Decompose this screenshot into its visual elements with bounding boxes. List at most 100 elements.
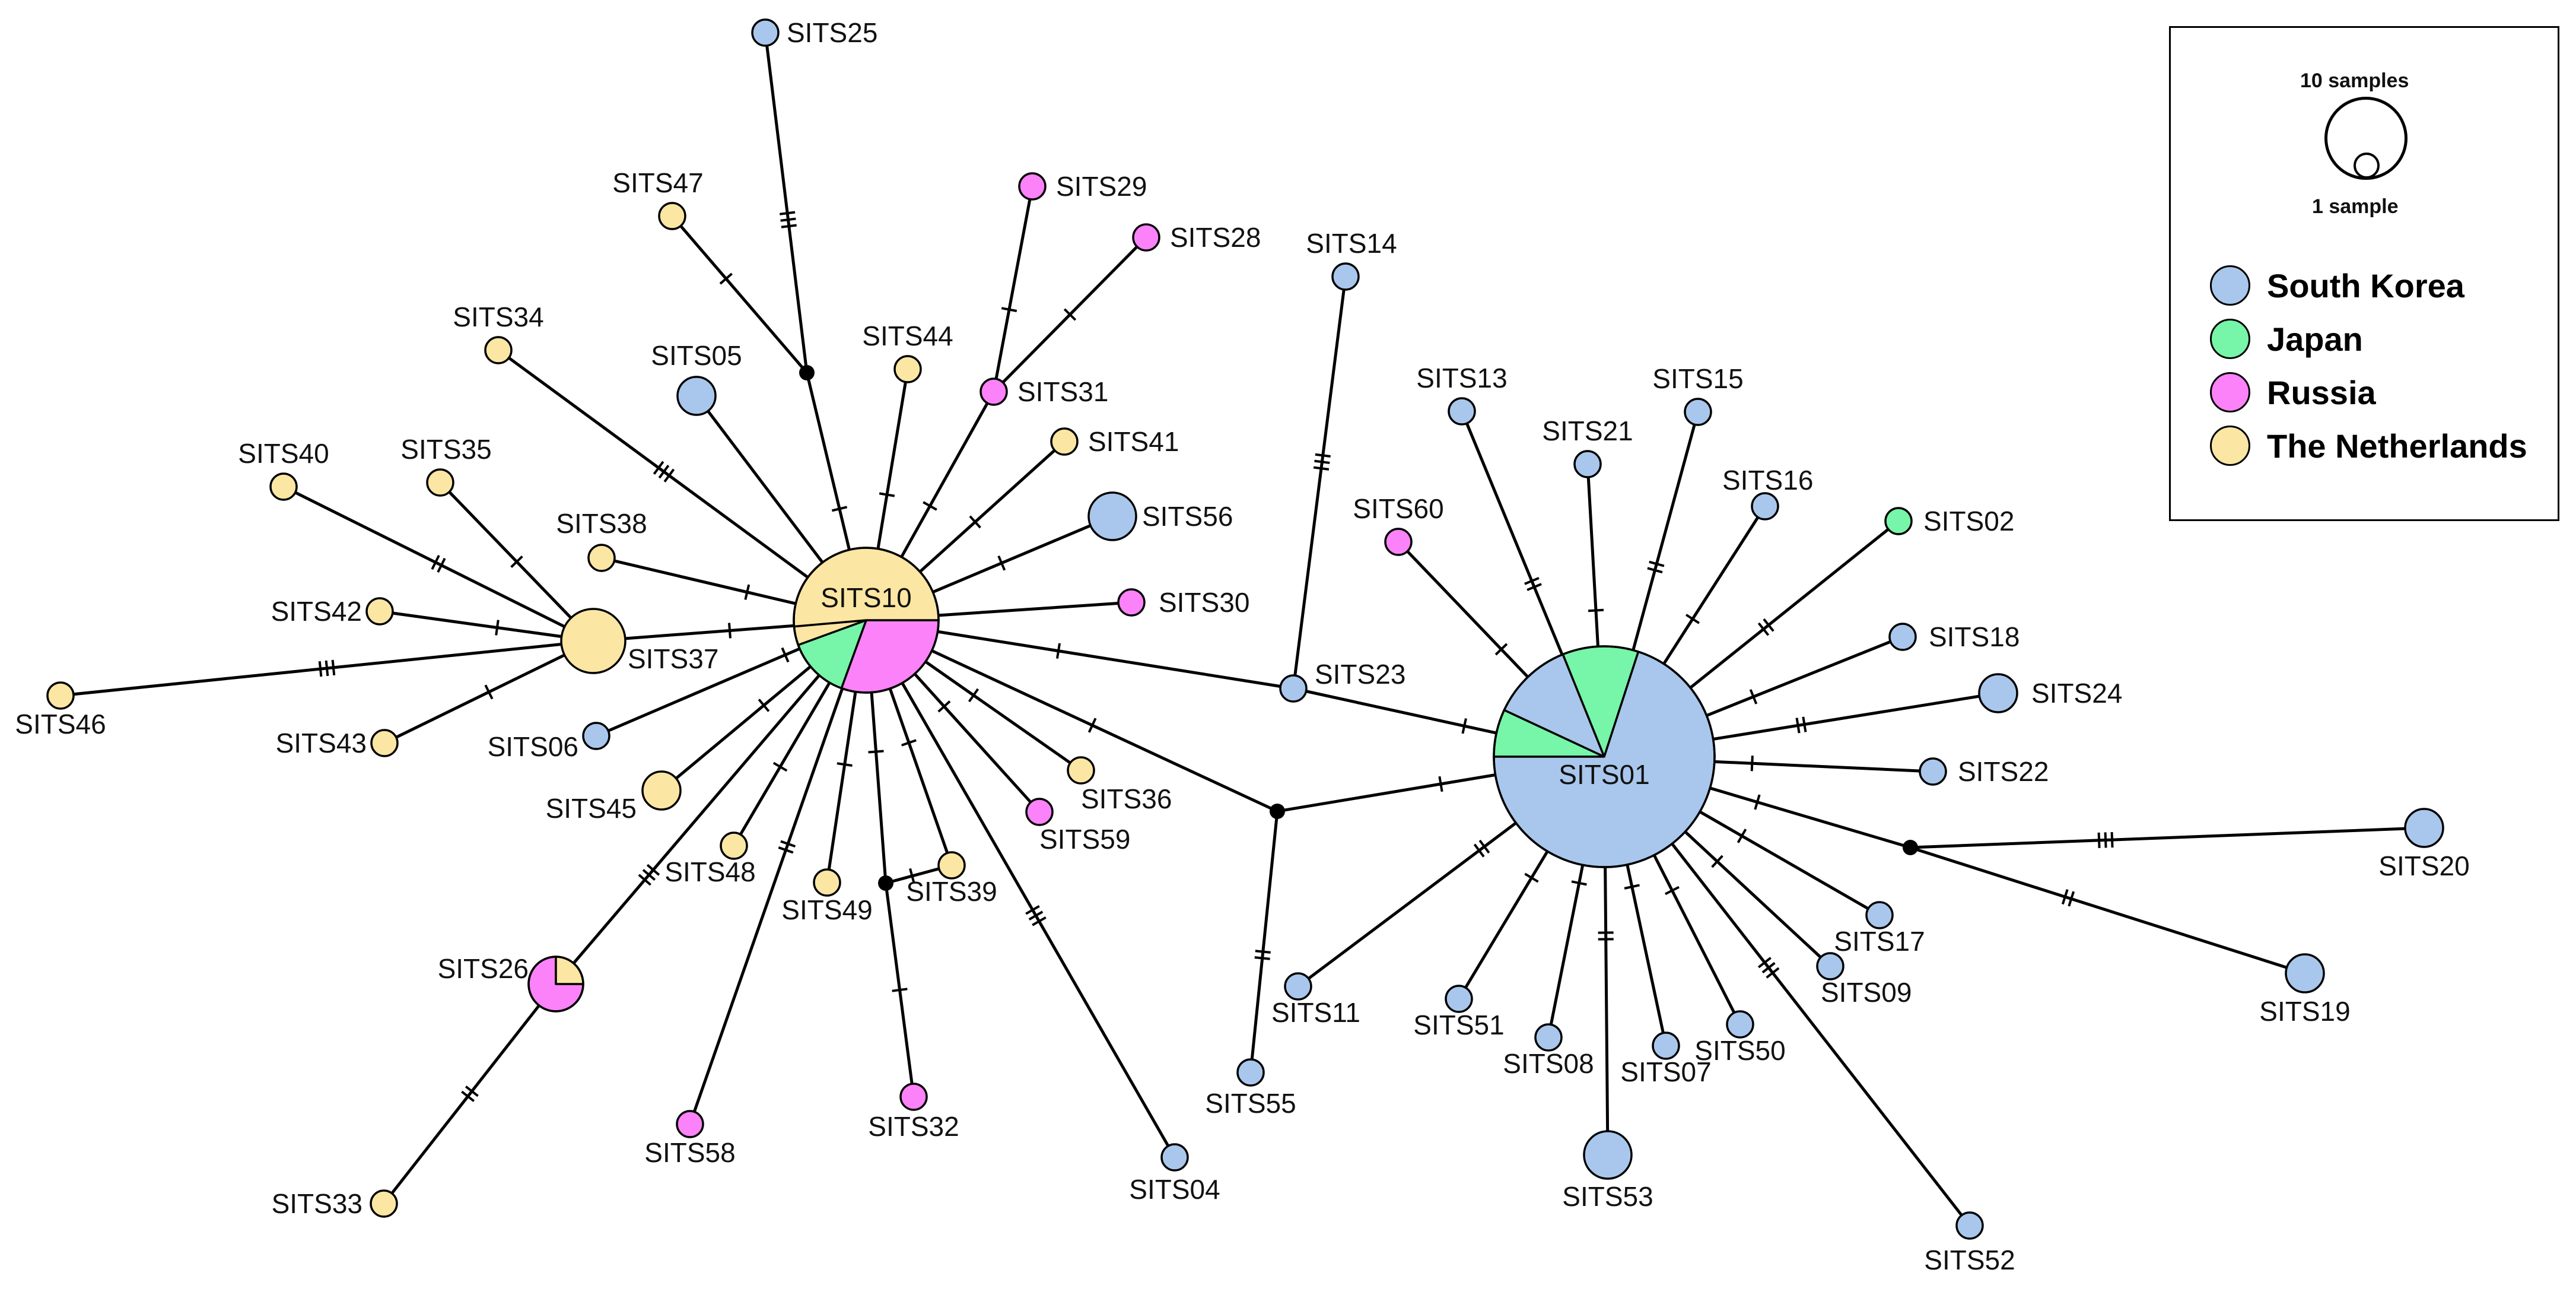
haplotype-circle — [46, 681, 75, 710]
node-label-sits01: SITS01 — [1559, 759, 1649, 790]
haplotype-circle — [676, 376, 717, 416]
haplotype-circle — [365, 597, 394, 626]
node-label-sits30: SITS30 — [1159, 587, 1249, 618]
haplotype-circle — [1573, 450, 1602, 478]
haplotype-circle — [2285, 953, 2325, 994]
node-label-sits52: SITS52 — [1924, 1245, 2015, 1275]
haplotype-circle — [560, 608, 626, 674]
mutation-tick — [892, 988, 908, 992]
mutation-tick — [780, 217, 796, 222]
haplotype-node-sits39 — [937, 851, 966, 880]
haplotype-node-sits32 — [899, 1083, 928, 1111]
haplotype-node-sits20 — [2404, 808, 2444, 848]
haplotype-circle — [1284, 972, 1312, 1001]
mutation-tick — [868, 750, 884, 754]
mutation-tick — [879, 492, 895, 497]
node-label-sits04: SITS04 — [1129, 1174, 1220, 1205]
node-label-sits47: SITS47 — [612, 167, 703, 198]
japan-swatch-icon — [2210, 319, 2250, 359]
mutation-tick — [1749, 689, 1758, 704]
edge-sits04-sits10 — [864, 618, 1176, 1159]
haplotype-circle — [1534, 1023, 1563, 1052]
legend-item-the-netherlands: The Netherlands — [2210, 422, 2527, 469]
haplotype-node-sits10 — [793, 547, 940, 694]
edge-sits34-sits10 — [497, 348, 868, 622]
haplotype-circle — [2404, 808, 2444, 848]
mutation-tick — [781, 647, 790, 663]
mutation-tick — [2061, 889, 2069, 905]
node-label-sits22: SITS22 — [1958, 756, 2049, 787]
mutation-tick — [997, 555, 1006, 571]
legend-label: Japan — [2267, 320, 2363, 358]
node-label-sits15: SITS15 — [1652, 363, 1743, 394]
haplotype-circle — [1583, 1130, 1633, 1180]
node-label-sits31: SITS31 — [1017, 376, 1108, 407]
median-vector-node — [1270, 804, 1285, 819]
mutation-tick — [642, 869, 656, 881]
haplotype-circle — [1331, 262, 1360, 291]
haplotype-circle — [1132, 223, 1160, 252]
mutation-tick — [1032, 916, 1047, 926]
legend-size-small-label: 1 sample — [2312, 195, 2399, 218]
mutation-tick — [1087, 718, 1097, 733]
haplotype-node-sits01 — [1493, 645, 1716, 868]
haplotype-node-sits26 — [527, 956, 584, 1012]
node-label-sits33: SITS33 — [272, 1188, 362, 1219]
haplotype-node-sits40 — [269, 472, 298, 501]
haplotype-node-sits09 — [1816, 952, 1844, 980]
node-label-sits36: SITS36 — [1081, 783, 1172, 814]
mutation-tick — [1055, 643, 1061, 659]
haplotype-node-sits56 — [1087, 491, 1137, 541]
edge-sits42-sits37 — [378, 610, 595, 643]
mutation-tick — [780, 840, 796, 848]
haplotype-node-sits23 — [1279, 674, 1308, 703]
haplotype-node-sits35 — [426, 468, 454, 497]
size-small-circle-icon — [2354, 153, 2380, 179]
haplotype-outline — [1493, 645, 1716, 868]
node-label-sits60: SITS60 — [1353, 493, 1443, 524]
node-label-sits34: SITS34 — [453, 301, 543, 332]
haplotype-node-sits60 — [1384, 528, 1413, 556]
mutation-tick — [484, 684, 494, 700]
haplotype-circle — [1087, 491, 1137, 541]
node-label-sits05: SITS05 — [651, 340, 742, 371]
node-label-sits07: SITS07 — [1620, 1056, 1711, 1087]
node-label-sits48: SITS48 — [664, 856, 755, 887]
haplotype-node-sits06 — [582, 722, 610, 750]
mutation-tick — [2097, 832, 2101, 848]
haplotype-node-sits19 — [2285, 953, 2325, 994]
haplotype-node-sits50 — [1726, 1010, 1754, 1039]
haplotype-circle — [1919, 757, 1947, 786]
mutation-tick — [1255, 950, 1271, 954]
node-label-sits44: SITS44 — [862, 320, 953, 351]
mutation-tick — [658, 465, 670, 479]
haplotype-node-sits55 — [1236, 1058, 1265, 1087]
haplotype-circle — [1816, 952, 1844, 980]
edge-sits14-sits23 — [1292, 275, 1347, 690]
edge-sits25-h1 — [764, 31, 809, 374]
mutation-tick — [1524, 577, 1540, 585]
node-label-sits59: SITS59 — [1039, 824, 1130, 855]
mutation-tick — [837, 762, 853, 767]
haplotype-circle — [1652, 1031, 1680, 1060]
mutation-tick — [1737, 829, 1747, 843]
node-label-sits23: SITS23 — [1315, 659, 1405, 690]
mutation-tick — [461, 1090, 475, 1102]
legend-item-japan: Japan — [2210, 315, 2363, 363]
node-label-sits45: SITS45 — [546, 793, 637, 824]
mutation-tick — [1524, 872, 1539, 883]
mutation-tick — [1588, 608, 1604, 612]
haplotype-circle — [587, 544, 616, 572]
haplotype-node-sits53 — [1583, 1130, 1633, 1180]
mutation-tick — [744, 584, 750, 600]
the-netherlands-swatch-icon — [2210, 426, 2250, 466]
mutation-tick — [1313, 466, 1330, 471]
mutation-tick — [909, 868, 915, 884]
edge-h4-sits20 — [1909, 826, 2426, 849]
node-label-sits39: SITS39 — [906, 876, 997, 907]
haplotype-circle — [1865, 901, 1894, 929]
haplotype-node-sits25 — [751, 18, 780, 47]
haplotype-node-sits51 — [1445, 985, 1473, 1013]
node-label-sits18: SITS18 — [1929, 621, 2020, 652]
